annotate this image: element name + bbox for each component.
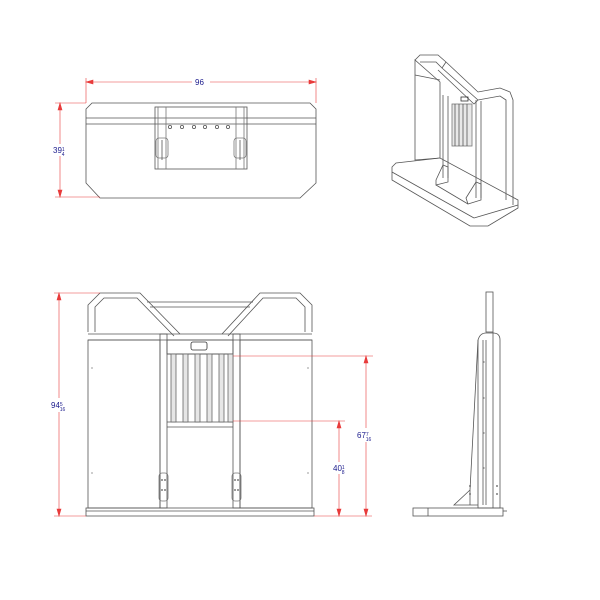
front-view xyxy=(85,292,315,517)
front-view-dimensions xyxy=(54,291,373,518)
side-view xyxy=(412,291,507,517)
dimension-width: 96 xyxy=(195,78,204,87)
isometric-view xyxy=(391,54,519,227)
top-view xyxy=(85,102,317,199)
top-view-dimensions xyxy=(55,78,318,199)
